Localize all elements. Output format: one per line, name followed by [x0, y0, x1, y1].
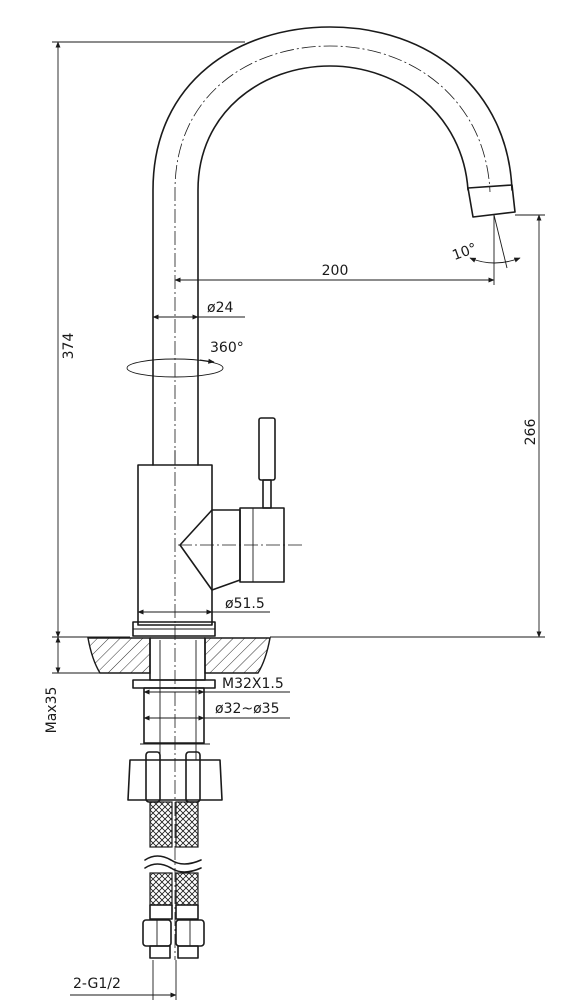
- overall-height-label: 374: [61, 333, 77, 360]
- countertop-section: [87, 637, 271, 674]
- spout-aerator: [467, 184, 516, 218]
- spout-reach-label: 200: [322, 263, 349, 279]
- dim-overall-height: 374: [52, 41, 245, 638]
- dim-rotation: 360°: [126, 340, 244, 378]
- dim-max-thickness: Max35: [44, 636, 100, 734]
- body-diameter-label: ø51.5: [225, 596, 265, 612]
- connection-label: 2-G1/2: [73, 976, 121, 992]
- spout-diameter-label: ø24: [207, 300, 233, 316]
- braided-hoses: [144, 801, 202, 906]
- dim-connection: 2-G1/2: [70, 960, 177, 1000]
- dim-hole-range: ø32~ø35: [143, 701, 290, 721]
- hose-connectors: [142, 904, 205, 959]
- rotation-label: 360°: [210, 340, 244, 356]
- max-thickness-label: Max35: [44, 687, 60, 734]
- dim-body-diameter: ø51.5: [137, 596, 270, 615]
- dim-spout-height: 266: [270, 214, 545, 638]
- dim-thread: M32X1.5: [143, 676, 290, 695]
- outlet-angle-label: 10°: [450, 240, 479, 264]
- dim-outlet-angle: 10°: [450, 214, 521, 269]
- spout: [152, 26, 513, 466]
- base-ring: [132, 621, 216, 637]
- thread-label: M32X1.5: [222, 676, 284, 692]
- dim-spout-reach: 200: [174, 215, 495, 285]
- hole-range-label: ø32~ø35: [215, 701, 280, 717]
- lever-handle: [258, 417, 276, 509]
- spout-height-label: 266: [523, 419, 539, 446]
- dim-spout-diameter: ø24: [152, 300, 245, 320]
